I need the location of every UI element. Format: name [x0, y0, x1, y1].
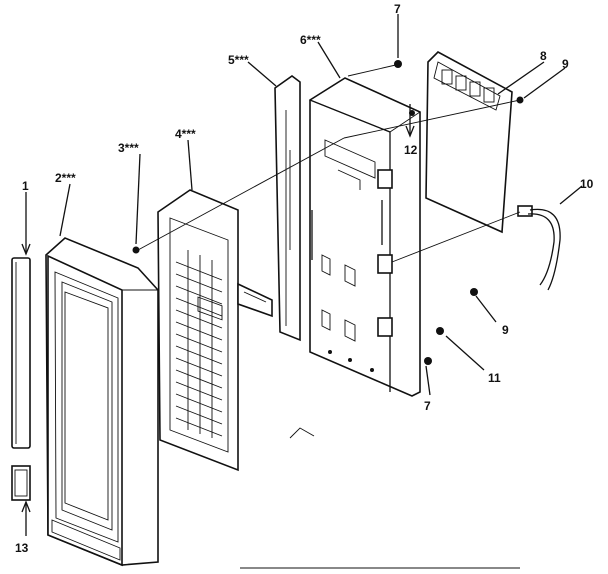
callout-4: 4***	[175, 127, 196, 141]
callout-5: 5***	[228, 53, 249, 67]
callout-7-bottom: 7	[424, 399, 431, 413]
callout-9-bottom: 9	[502, 323, 509, 337]
keypad-grid	[175, 250, 223, 438]
door-frame	[45, 237, 159, 567]
small-badge	[11, 465, 31, 501]
callout-7-top: 7	[394, 2, 401, 16]
display-digits	[441, 69, 495, 103]
panel-gasket	[274, 75, 301, 342]
callout-labels: 1 2*** 3*** 4*** 5*** 6*** 7 8 9 10 12 9…	[15, 2, 594, 555]
callout-2: 2***	[55, 171, 76, 185]
callout-13: 13	[15, 541, 29, 555]
callout-10: 10	[580, 177, 594, 191]
callout-8: 8	[540, 49, 547, 63]
control-panel-overlay	[157, 189, 273, 472]
circuit-board	[425, 51, 513, 234]
callout-1: 1	[22, 179, 29, 193]
callout-11: 11	[488, 371, 501, 385]
callout-9-top: 9	[562, 57, 569, 71]
leader-lines	[21, 14, 583, 569]
callout-3: 3***	[118, 141, 139, 155]
control-housing	[309, 77, 421, 397]
callout-12: 12	[404, 143, 418, 157]
wire-harness	[517, 205, 561, 291]
callout-6: 6***	[300, 33, 321, 47]
door-trim-strip	[11, 257, 31, 449]
